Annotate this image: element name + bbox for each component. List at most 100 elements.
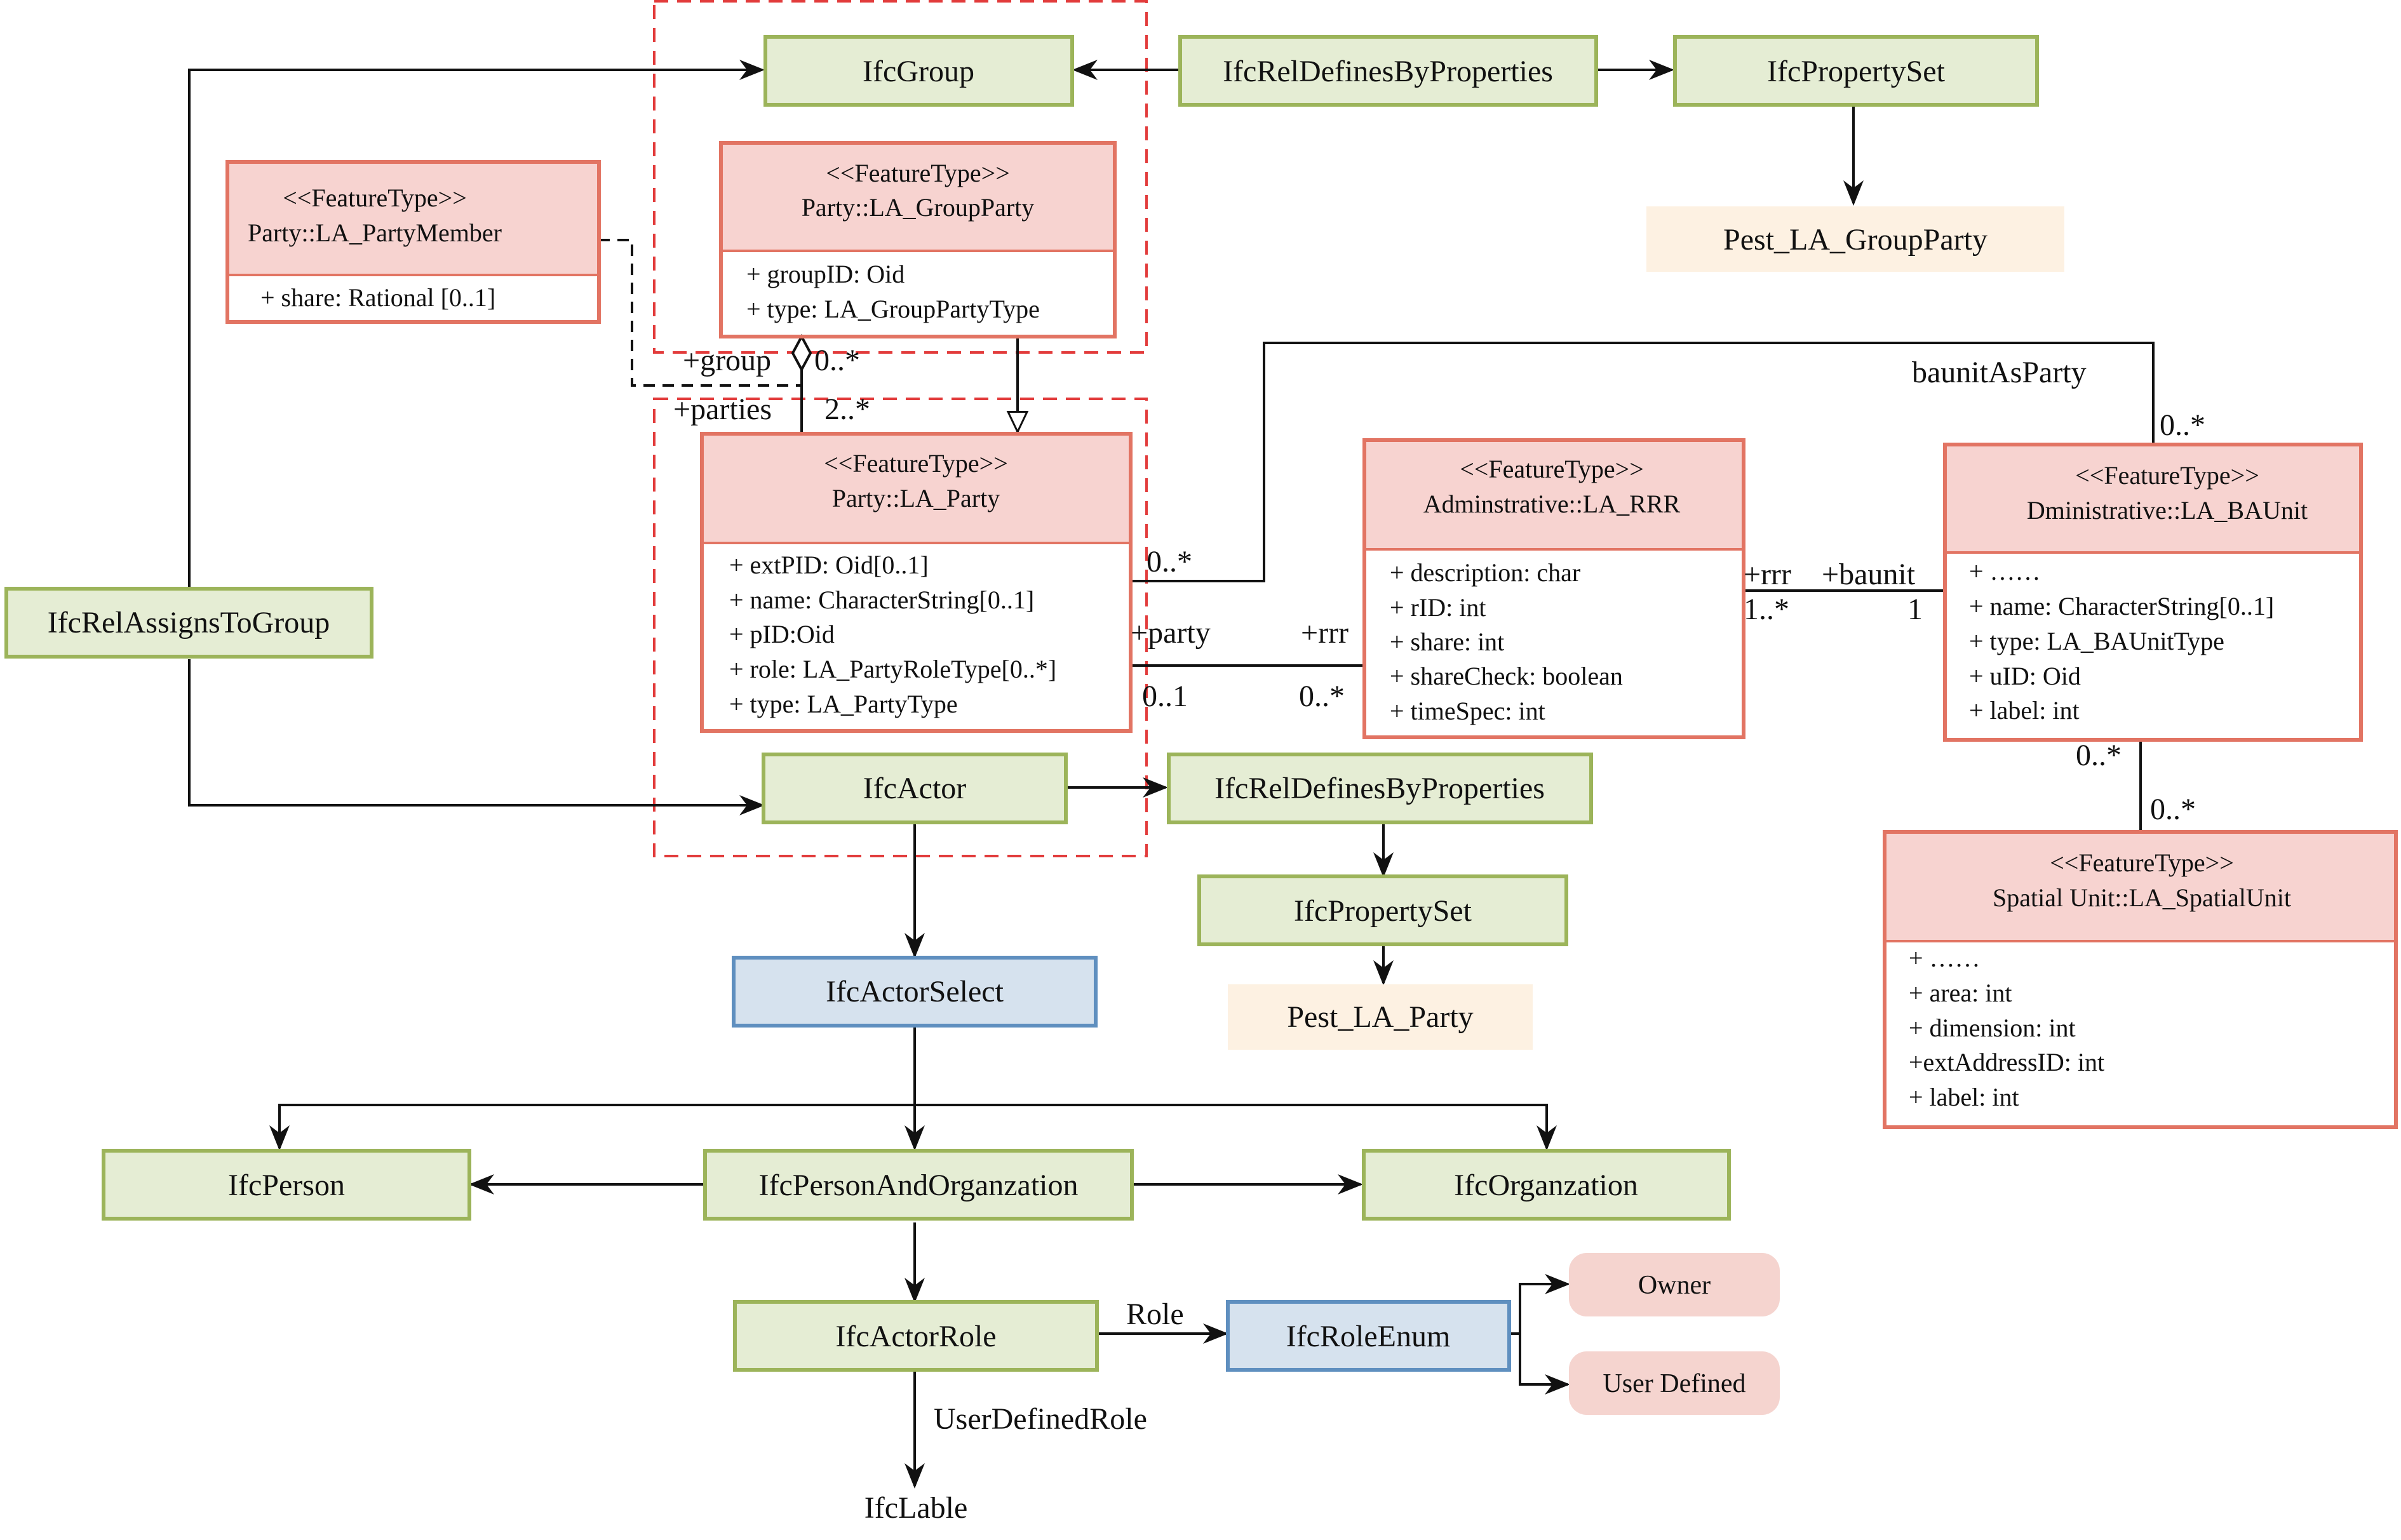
class-party[interactable]: <<FeatureType>> Party::LA_Party + extPID… — [700, 432, 1133, 733]
node-user-defined[interactable]: User Defined — [1569, 1351, 1780, 1415]
label-baunitasparty-mult: 0..* — [2160, 408, 2205, 442]
edge-party-baunit — [1129, 342, 2155, 582]
node-ifcreldefines-mid[interactable]: IfcRelDefinesByProperties — [1167, 753, 1593, 824]
svg-text:<<FeatureType>>: <<FeatureType>> — [1460, 455, 1644, 483]
node-ifcpersonandorganization[interactable]: IfcPersonAndOrganzation — [703, 1149, 1134, 1221]
node-ifcpropertyset-mid[interactable]: IfcPropertySet — [1197, 874, 1568, 946]
svg-text:Party::LA_GroupParty: Party::LA_GroupParty — [802, 193, 1035, 222]
svg-text:+ label: int: + label: int — [1969, 696, 2080, 725]
node-ifcactor[interactable]: IfcActor — [762, 753, 1068, 824]
label-rrr-role: +rrr — [1301, 616, 1348, 650]
svg-text:+ ……: + …… — [1969, 557, 2041, 586]
node-ifcactorrole[interactable]: IfcActorRole — [733, 1300, 1099, 1372]
label-parties-role: +parties — [673, 392, 772, 426]
class-partymember[interactable]: <<FeatureType>> Party::LA_PartyMember + … — [225, 160, 601, 324]
node-owner[interactable]: Owner — [1569, 1253, 1780, 1316]
label-rrr-mult: 0..* — [1299, 680, 1345, 713]
svg-text:+ pID:Oid: + pID:Oid — [729, 620, 835, 648]
svg-text:+ timeSpec: int: + timeSpec: int — [1390, 697, 1545, 725]
node-ifcperson[interactable]: IfcPerson — [102, 1149, 471, 1221]
aggregation-diamond — [791, 333, 812, 373]
class-groupparty[interactable]: <<FeatureType>> Party::LA_GroupParty + g… — [719, 141, 1117, 338]
node-ifcreldefines-top[interactable]: IfcRelDefinesByProperties — [1178, 35, 1598, 107]
highlight-frame-group — [653, 0, 1148, 354]
label-spatial-mult: 0..* — [2150, 793, 2196, 826]
svg-text:Party::LA_Party: Party::LA_Party — [832, 484, 1000, 512]
svg-text:+ uID: Oid: + uID: Oid — [1969, 662, 2081, 690]
svg-text:+ label: int: + label: int — [1909, 1083, 2019, 1111]
svg-text:IfcRoleEnum: IfcRoleEnum — [1286, 1320, 1451, 1353]
label-role-edge: Role — [1126, 1297, 1184, 1331]
edge-roleenum-owner — [1510, 1274, 1570, 1335]
svg-text:Pest_LA_Party: Pest_LA_Party — [1287, 1000, 1473, 1034]
node-pest-party[interactable]: Pest_LA_Party — [1228, 984, 1533, 1050]
label-party-role: +party — [1131, 616, 1211, 650]
svg-text:<<FeatureType>>: <<FeatureType>> — [2075, 461, 2259, 490]
svg-text:IfcRelDefinesByProperties: IfcRelDefinesByProperties — [1223, 55, 1553, 88]
svg-text:+ type: LA_GroupPartyType: + type: LA_GroupPartyType — [746, 295, 1040, 323]
svg-text:IfcOrganzation: IfcOrganzation — [1454, 1168, 1638, 1202]
svg-text:+ type: LA_PartyType: + type: LA_PartyType — [729, 690, 958, 718]
svg-text:+ dimension: int: + dimension: int — [1909, 1014, 2076, 1042]
class-rrr[interactable]: <<FeatureType>> Adminstrative::LA_RRR + … — [1362, 438, 1745, 739]
label-group-role: +group — [683, 344, 771, 377]
edge-partymember-dashed — [598, 239, 802, 387]
label-parties-mult: 2..* — [824, 392, 870, 426]
label-party-mult: 0..1 — [1142, 680, 1188, 713]
edge-assigns-to-actor — [188, 659, 765, 815]
svg-text:Spatial Unit::LA_SpatialUnit: Spatial Unit::LA_SpatialUnit — [1993, 883, 2291, 912]
svg-text:+ groupID: Oid: + groupID: Oid — [746, 260, 905, 288]
svg-text:Dministrative::LA_BAUnit: Dministrative::LA_BAUnit — [2027, 496, 2308, 525]
svg-text:+ ……: + …… — [1909, 944, 1981, 972]
svg-text:IfcPropertySet: IfcPropertySet — [1767, 55, 1946, 88]
svg-text:IfcActor: IfcActor — [863, 772, 967, 805]
label-baunit-mult: 1 — [1907, 593, 1923, 626]
svg-text:IfcActorRole: IfcActorRole — [835, 1320, 996, 1353]
svg-text:Party::LA_PartyMember: Party::LA_PartyMember — [248, 218, 502, 247]
label-rrr-mult-2: 1..* — [1744, 593, 1789, 626]
node-pest-groupparty[interactable]: Pest_LA_GroupParty — [1646, 206, 2064, 272]
svg-text:<<FeatureType>>: <<FeatureType>> — [2050, 848, 2234, 877]
svg-text:+ share: int: + share: int — [1390, 627, 1504, 656]
node-ifcrelassignstogroup[interactable]: IfcRelAssignsToGroup — [4, 587, 373, 659]
highlight-frame-party — [653, 398, 1148, 857]
svg-text:+extAddressID: int: +extAddressID: int — [1909, 1048, 2104, 1076]
svg-text:IfcGroup: IfcGroup — [863, 55, 974, 88]
svg-text:Adminstrative::LA_RRR: Adminstrative::LA_RRR — [1423, 490, 1681, 518]
svg-text:+ name: CharacterString[0..1]: + name: CharacterString[0..1] — [729, 586, 1034, 614]
svg-text:+ shareCheck: boolean: + shareCheck: boolean — [1390, 662, 1623, 690]
label-userdefinedrole: UserDefinedRole — [934, 1402, 1147, 1436]
svg-text:IfcPerson: IfcPerson — [228, 1168, 345, 1202]
node-ifclable[interactable]: IfcLable — [864, 1491, 968, 1525]
svg-text:IfcRelDefinesByProperties: IfcRelDefinesByProperties — [1214, 772, 1545, 805]
node-ifcroleenum[interactable]: IfcRoleEnum — [1226, 1300, 1511, 1372]
edge-branch-organization — [915, 1104, 1557, 1151]
svg-text:User Defined: User Defined — [1603, 1369, 1745, 1398]
svg-text:IfcPersonAndOrganzation: IfcPersonAndOrganzation — [759, 1168, 1079, 1202]
class-spatialunit[interactable]: <<FeatureType>> Spatial Unit::LA_Spatial… — [1883, 830, 2398, 1129]
class-baunit[interactable]: <<FeatureType>> Dministrative::LA_BAUnit… — [1943, 443, 2363, 742]
node-ifcactorselect[interactable]: IfcActorSelect — [732, 956, 1098, 1028]
node-ifcpropertyset-top[interactable]: IfcPropertySet — [1673, 35, 2039, 107]
label-baunit-role: +baunit — [1822, 558, 1916, 591]
svg-text:<<FeatureType>>: <<FeatureType>> — [824, 449, 1008, 478]
node-ifcorganization[interactable]: IfcOrganzation — [1362, 1149, 1731, 1221]
svg-text:IfcPropertySet: IfcPropertySet — [1294, 894, 1472, 928]
svg-text:IfcRelAssignsToGroup: IfcRelAssignsToGroup — [48, 606, 330, 639]
label-baunit-spatial-mult: 0..* — [2076, 739, 2122, 772]
svg-text:<<FeatureType>>: <<FeatureType>> — [826, 159, 1010, 187]
svg-text:+ type: LA_BAUnitType: + type: LA_BAUnitType — [1969, 627, 2224, 655]
node-ifcgroup[interactable]: IfcGroup — [763, 35, 1074, 107]
edge-roleenum-userdefined — [1519, 1334, 1570, 1395]
svg-text:+ rID: int: + rID: int — [1390, 593, 1486, 622]
label-group-mult: 0..* — [814, 344, 860, 377]
svg-text:+ role: LA_PartyRoleType[0..*]: + role: LA_PartyRoleType[0..*] — [729, 655, 1056, 683]
svg-text:+ extPID: Oid[0..1]: + extPID: Oid[0..1] — [729, 551, 929, 579]
label-rrr-role-2: +rrr — [1744, 558, 1791, 591]
edge-branch-person — [269, 1104, 915, 1151]
svg-text:<<FeatureType>>: <<FeatureType>> — [283, 184, 467, 212]
edge-assigns-to-group — [188, 60, 765, 594]
svg-text:Owner: Owner — [1638, 1271, 1711, 1300]
svg-text:+ share: Rational [0..1]: + share: Rational [0..1] — [260, 283, 495, 312]
